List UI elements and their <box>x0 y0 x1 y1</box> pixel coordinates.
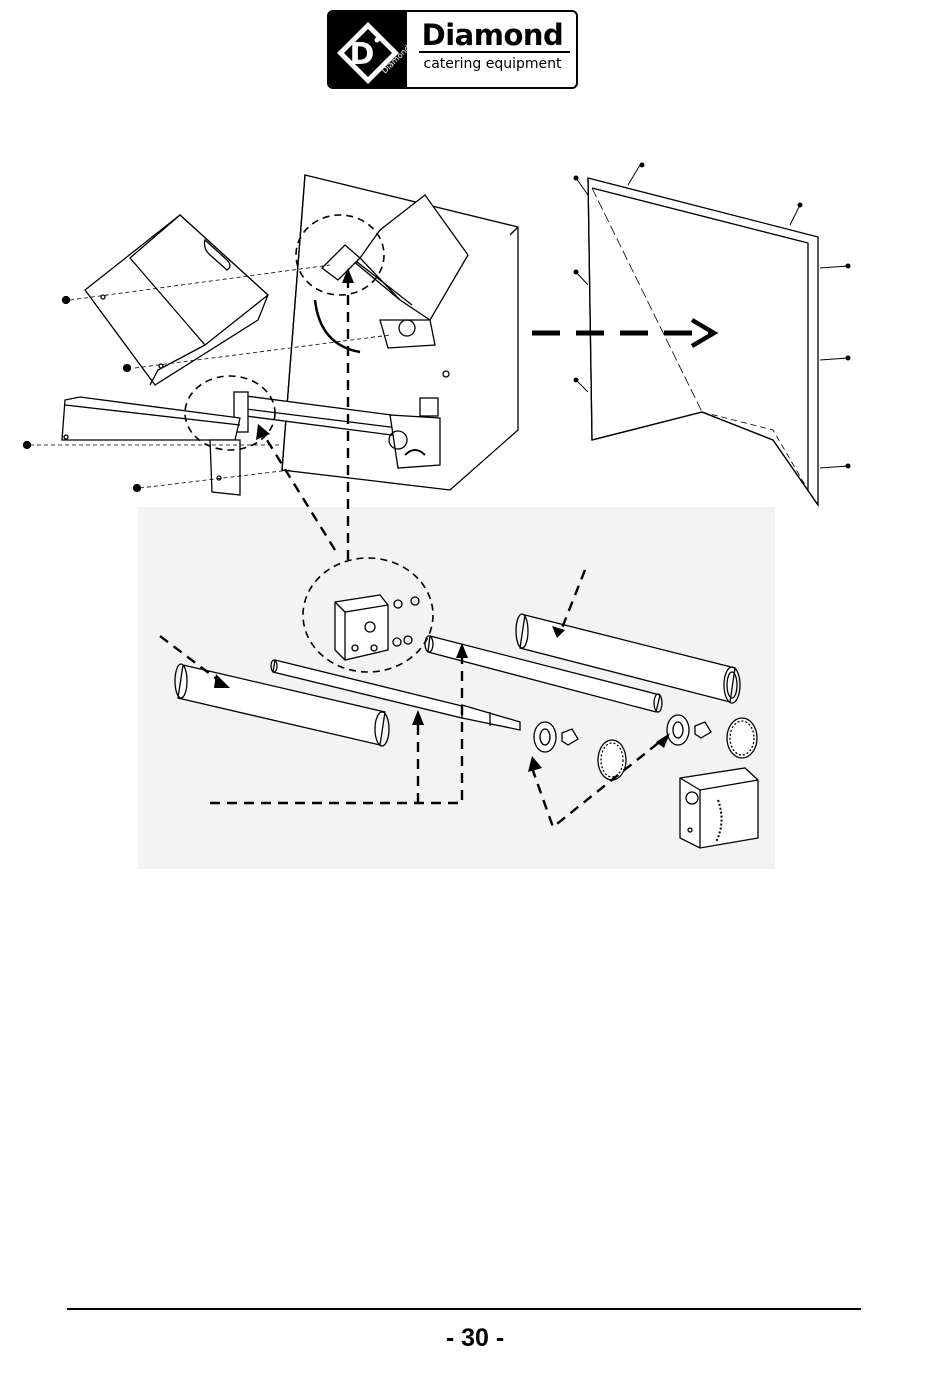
side-block-icon <box>680 768 758 848</box>
logo-mark: D Diamond <box>329 12 407 87</box>
logo-divider <box>419 51 570 53</box>
page-number: - 30 - <box>0 1324 950 1353</box>
brand-tagline: catering equipment <box>409 56 576 72</box>
brand-name: Diamond <box>409 18 576 52</box>
footer-divider <box>67 1308 861 1310</box>
logo-mark-letter: D <box>350 37 375 72</box>
exploded-assembly-drawing <box>0 150 950 880</box>
machine-body-icon <box>234 175 518 490</box>
brand-logo: D Diamond Diamond catering equipment <box>327 10 578 89</box>
diamond-logo-icon: D Diamond <box>329 12 407 89</box>
